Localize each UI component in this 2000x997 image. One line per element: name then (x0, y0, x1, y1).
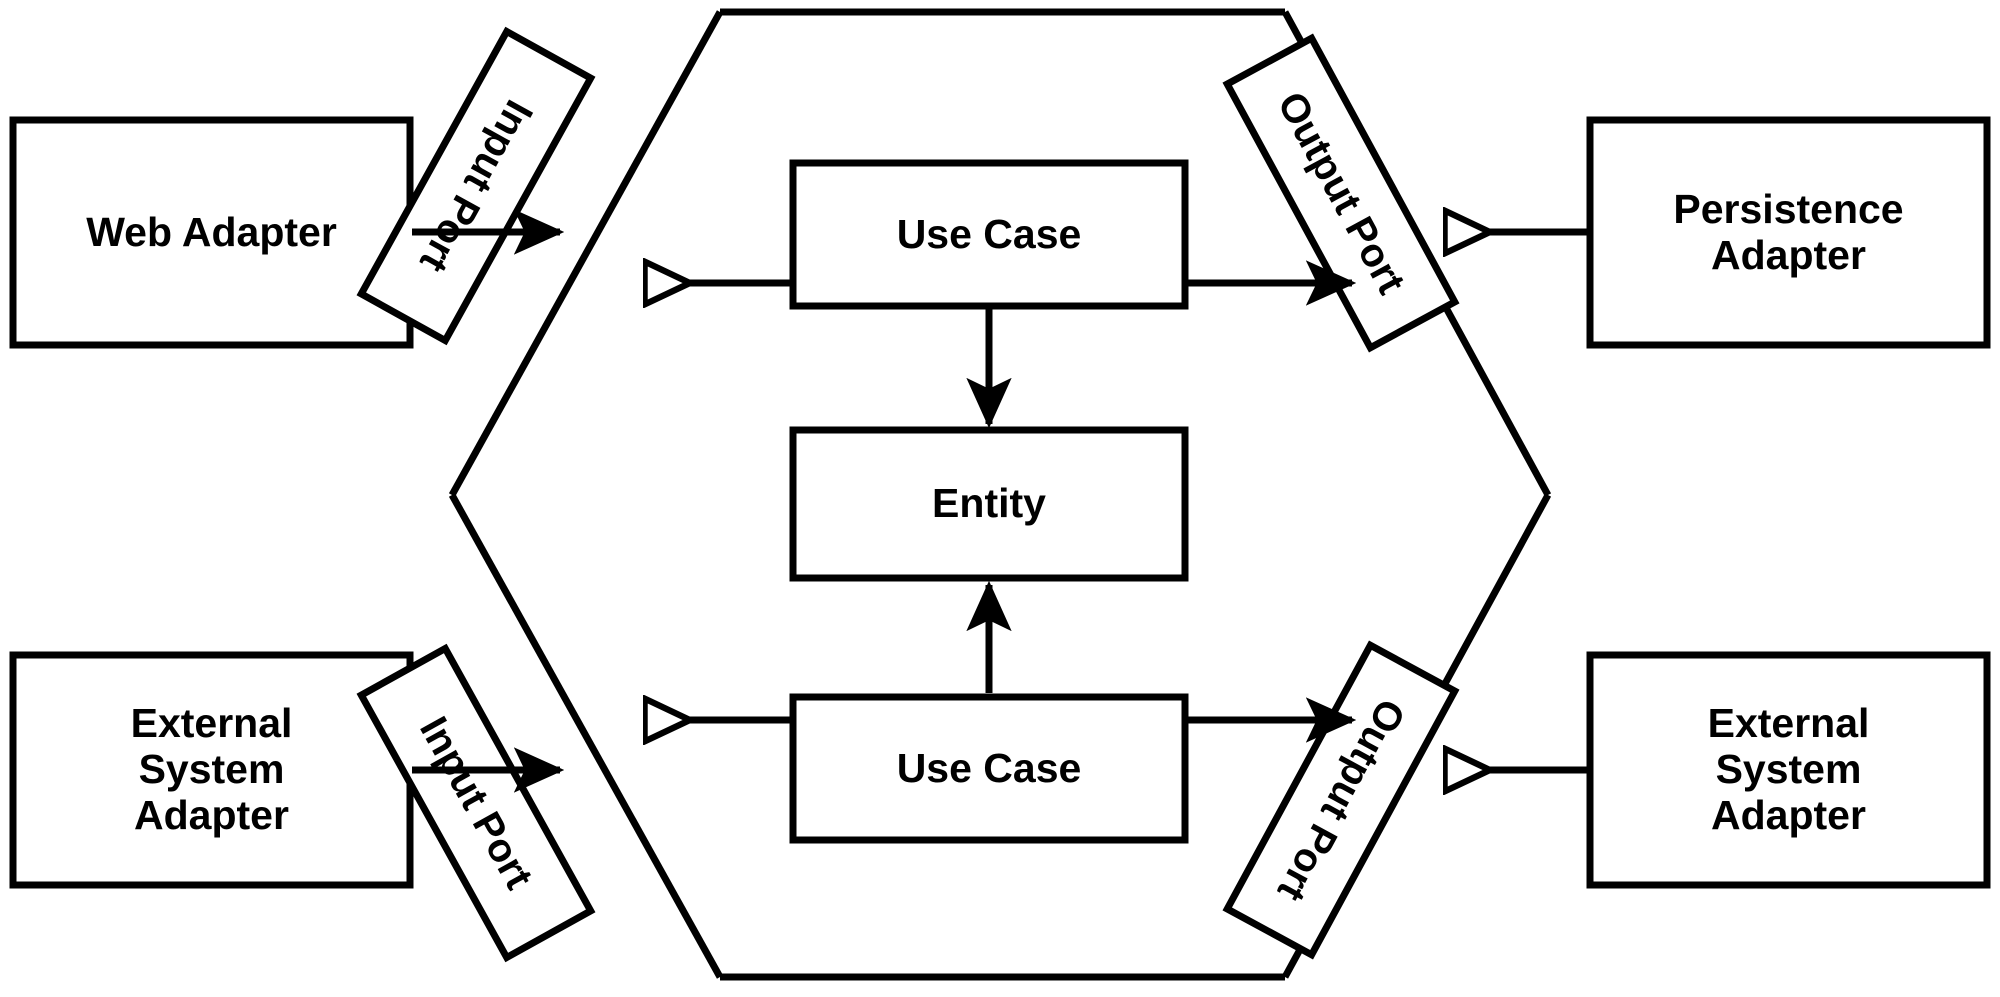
external-system-adapter-left-box[interactable] (9, 651, 414, 889)
output-port-bottom-box[interactable] (1222, 640, 1460, 960)
output-port-top-box[interactable] (1222, 33, 1460, 353)
external-system-adapter-right-box[interactable] (1586, 651, 1991, 889)
use-case-bottom-box[interactable] (789, 693, 1189, 844)
use-case-top-box[interactable] (789, 159, 1189, 310)
input-port-top-box[interactable] (356, 26, 596, 346)
persistence-adapter-box[interactable] (1586, 116, 1991, 349)
entity-box[interactable] (789, 426, 1189, 582)
web-adapter-box[interactable] (9, 116, 414, 349)
